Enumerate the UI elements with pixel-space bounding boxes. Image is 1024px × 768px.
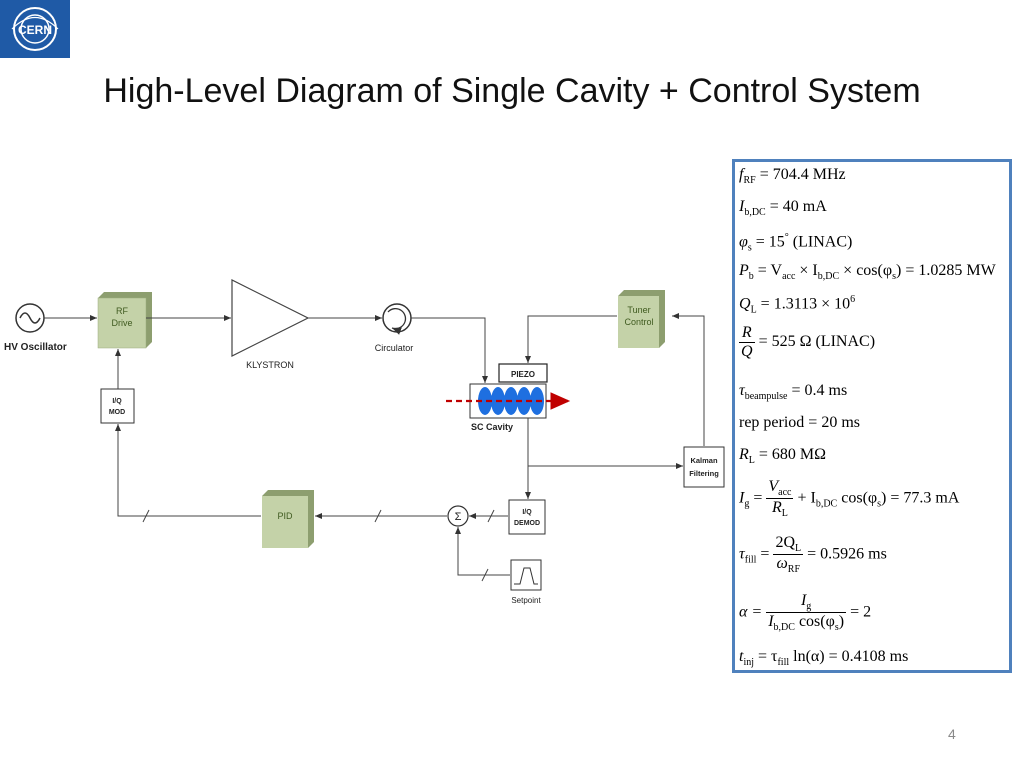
- pid-label: PID: [277, 511, 293, 521]
- hv-oscillator-label: HV Oscillator: [4, 342, 67, 353]
- tuner-control-block: Tuner Control: [618, 290, 665, 348]
- piezo-label: PIEZO: [511, 370, 535, 379]
- pid-block: PID: [262, 490, 314, 548]
- klystron-label: KLYSTRON: [246, 360, 294, 370]
- eq-frf: fRF = 704.4 MHz: [739, 166, 846, 187]
- slide-title: High-Level Diagram of Single Cavity + Co…: [103, 72, 921, 110]
- signal-lines: [44, 313, 705, 582]
- piezo-block: PIEZO: [498, 363, 548, 383]
- setpoint-label: Setpoint: [511, 596, 541, 605]
- rf-drive-block: RF Drive: [97, 292, 152, 349]
- summing-junction: Σ: [447, 505, 469, 527]
- iq-demod-block: I/Q DEMOD: [508, 499, 546, 535]
- tuner-control-label-2: Control: [624, 317, 653, 327]
- eq-phis: φs = 15° (LINAC): [739, 232, 853, 254]
- eq-tau-beampulse: τbeampulse = 0.4 ms: [739, 382, 848, 403]
- eq-t-inj: tinj = τfill ln(α) = 0.4108 ms: [739, 648, 909, 669]
- circulator: Circulator: [375, 303, 414, 353]
- tuner-control-label-1: Tuner: [627, 305, 650, 315]
- hv-oscillator: HV Oscillator: [4, 303, 67, 353]
- kalman-filter-block: Kalman Filtering: [683, 446, 725, 488]
- iq-demod-label-2: DEMOD: [514, 520, 540, 527]
- eq-ibdc: Ib,DC = 40 mA: [739, 198, 827, 219]
- svg-text:CERN: CERN: [18, 23, 52, 37]
- cern-logo: CERN: [0, 0, 70, 58]
- iq-mod-block: I/Q MOD: [100, 388, 135, 424]
- eq-pb: Pb = Vacc × Ib,DC × cos(φs) = 1.0285 MW: [739, 262, 996, 283]
- eq-rep-period: rep period = 20 ms: [739, 414, 860, 431]
- cern-logo-graphic: CERN: [0, 0, 70, 58]
- sc-cavity: SC Cavity: [446, 383, 571, 432]
- page-number: 4: [948, 726, 956, 742]
- kalman-label-1: Kalman: [690, 456, 718, 465]
- iq-demod-label-1: I/Q: [522, 509, 532, 516]
- sum-symbol: Σ: [455, 511, 462, 523]
- kalman-label-2: Filtering: [689, 469, 719, 478]
- parameters-box: fRF = 704.4 MHz Ib,DC = 40 mA φs = 15° (…: [732, 159, 1012, 673]
- klystron: KLYSTRON: [231, 279, 310, 370]
- sc-cavity-label: SC Cavity: [471, 422, 513, 432]
- block-diagram: HV Oscillator RF Drive KLYSTRON Circulat…: [4, 279, 725, 605]
- rf-drive-label-2: Drive: [111, 318, 132, 328]
- rf-drive-label-1: RF: [116, 306, 128, 316]
- iq-mod-label-1: I/Q: [112, 398, 122, 405]
- iq-mod-label-2: MOD: [109, 409, 125, 416]
- eq-ql: QL = 1.3113 × 106: [739, 294, 856, 316]
- circulator-label: Circulator: [375, 343, 414, 353]
- setpoint-block: Setpoint: [510, 559, 542, 605]
- eq-rl: RL = 680 MΩ: [739, 446, 827, 467]
